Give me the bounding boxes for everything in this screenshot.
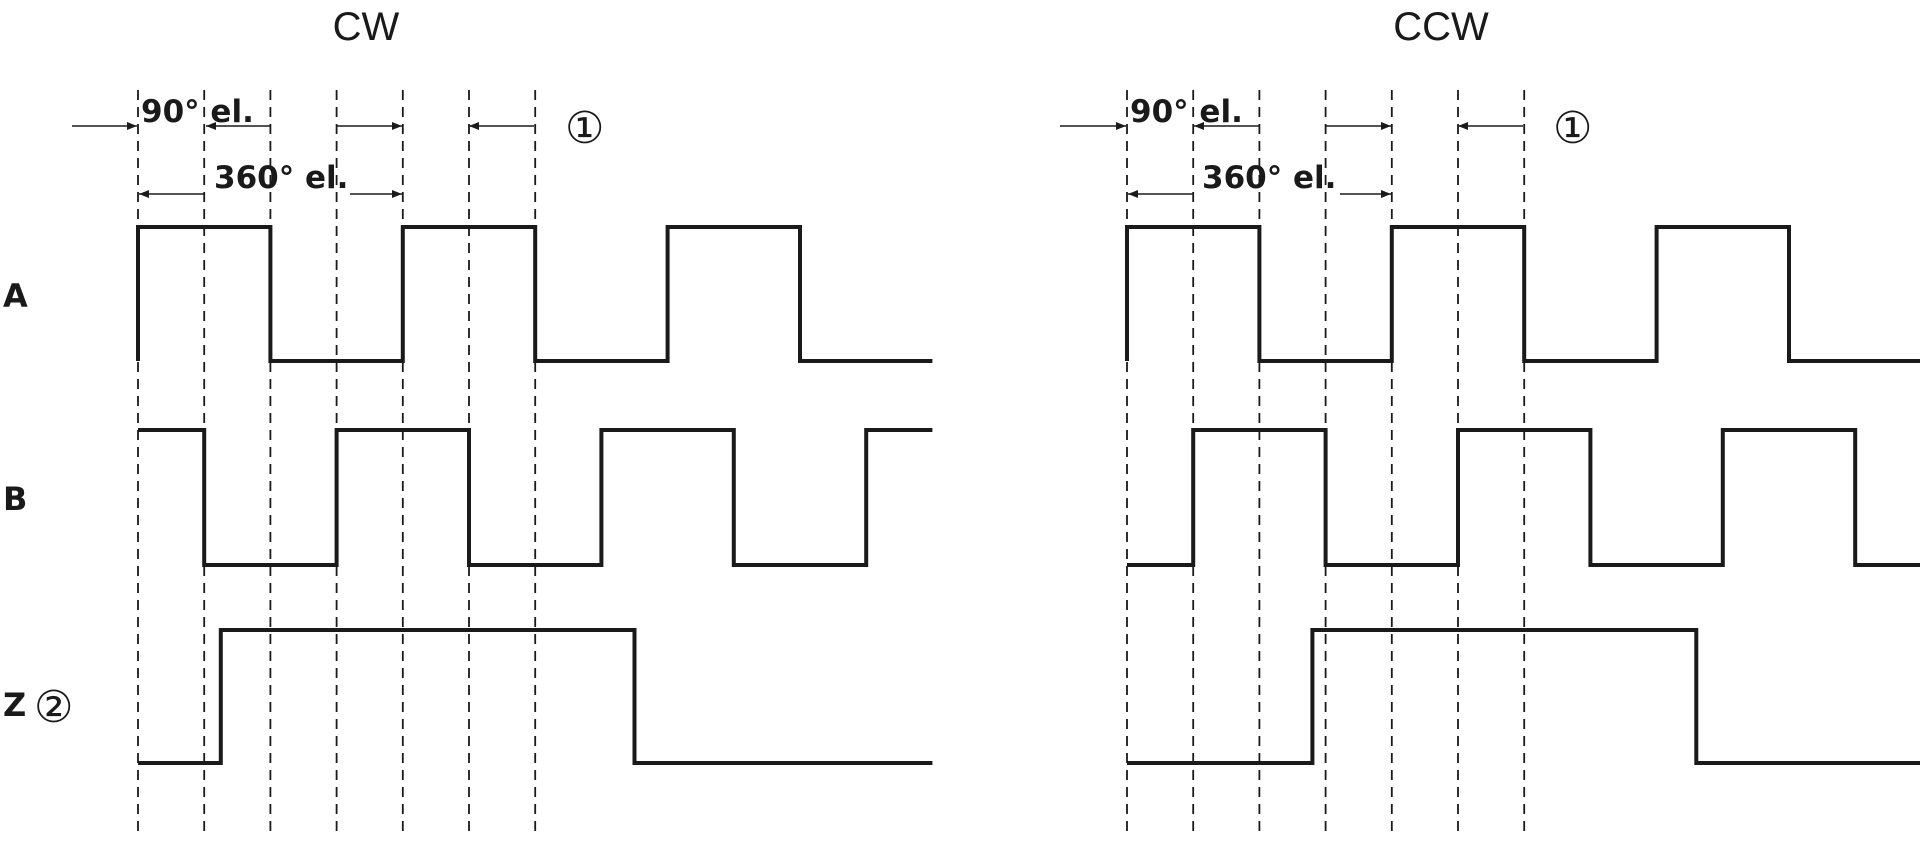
cw-phase-annotation: 90° el. bbox=[72, 94, 271, 130]
ccw-channel-z-waveform bbox=[1127, 628, 1920, 765]
ccw-quarter-step-arrows: ① bbox=[1326, 103, 1592, 154]
ccw-period-annotation: 360° el. bbox=[1128, 160, 1391, 198]
ccw-channel-a-waveform bbox=[1125, 225, 1920, 363]
cw-waveforms bbox=[136, 225, 933, 765]
cw-period-label: 360° el. bbox=[214, 160, 348, 196]
channel-label-z: Z bbox=[3, 686, 26, 724]
ccw-title: CCW bbox=[1393, 5, 1489, 49]
channel-z-note-marker: ② bbox=[34, 682, 73, 733]
ccw-note-marker: ① bbox=[1553, 103, 1592, 154]
ccw-channel-b-waveform bbox=[1127, 428, 1920, 567]
ccw-panel: CCW 90° el. 360° el. ① bbox=[1060, 5, 1920, 832]
channel-label-b: B bbox=[3, 480, 27, 518]
cw-phase-label: 90° el. bbox=[141, 94, 254, 130]
ccw-waveforms bbox=[1125, 225, 1920, 765]
ccw-phase-annotation: 90° el. bbox=[1060, 94, 1259, 130]
cw-phase-gridlines bbox=[137, 90, 537, 832]
cw-period-annotation: 360° el. bbox=[139, 160, 402, 198]
cw-panel: CW 90° el. 360° el. ① bbox=[72, 5, 933, 832]
cw-note-marker: ① bbox=[565, 103, 604, 154]
cw-title: CW bbox=[333, 5, 400, 49]
ccw-phase-label: 90° el. bbox=[1130, 94, 1243, 130]
cw-channel-z-waveform bbox=[138, 628, 933, 765]
cw-quarter-step-arrows: ① bbox=[337, 103, 604, 154]
cw-channel-a-waveform bbox=[136, 225, 933, 363]
channel-label-a: A bbox=[3, 277, 28, 315]
ccw-phase-gridlines bbox=[1126, 90, 1526, 832]
ccw-period-label: 360° el. bbox=[1202, 160, 1336, 196]
cw-channel-b-waveform bbox=[138, 428, 933, 567]
